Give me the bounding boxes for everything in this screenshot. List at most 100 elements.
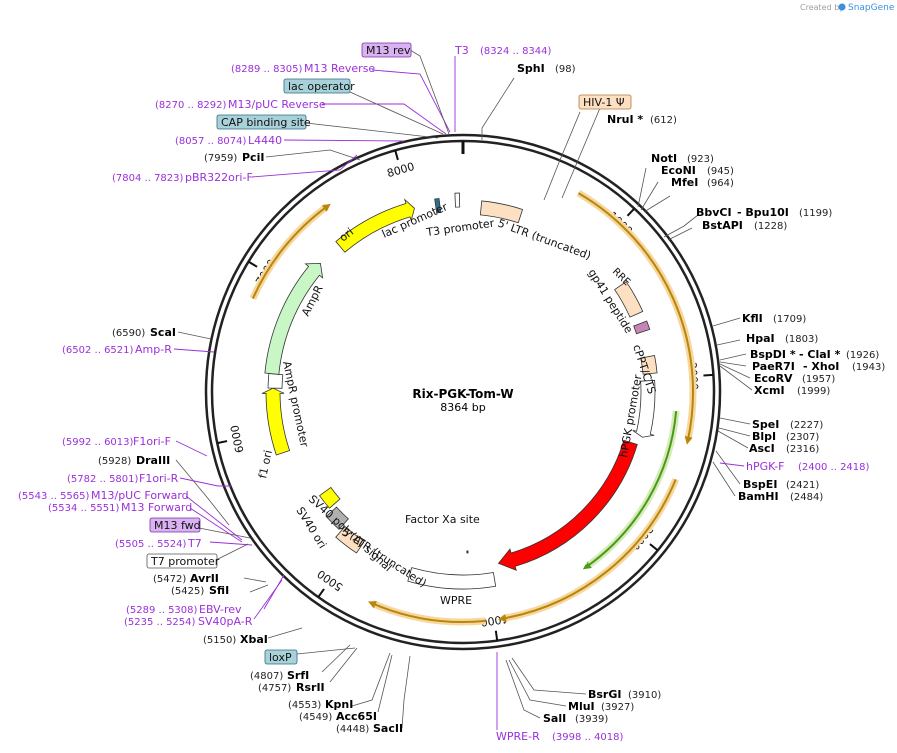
site-xbai-pos: (5150): [203, 635, 236, 646]
site-sacii: SacII: [373, 722, 403, 735]
feature-shape: [640, 354, 658, 375]
site-bspei: BspEI: [743, 478, 777, 491]
box-lac-operator: [283, 78, 351, 94]
feature-shape: [454, 192, 461, 208]
orf-arc: [372, 602, 486, 623]
site-sphi: SphI: [517, 62, 545, 75]
box-hiv-psi-label: HIV-1 Ψ: [583, 96, 625, 109]
primer-m13puc-reverse-pos: (8270 .. 8292): [155, 100, 227, 111]
site-sfii: SfiI: [209, 584, 229, 597]
primer-f1ori-r: F1ori-R: [139, 472, 179, 485]
site-bbvci: BbvCI: [696, 206, 732, 219]
feature-label-t3-promoter: T3 promoter: [425, 217, 496, 240]
tick-mark: [247, 260, 258, 268]
site-kfli-pos: (1709): [773, 314, 806, 325]
site-draiii: DraIII: [136, 454, 170, 467]
site-scai: ScaI: [150, 326, 176, 339]
primer-sv40pa-r-pos: (5235 .. 5254): [124, 617, 196, 628]
feature-shape: [325, 506, 349, 530]
primer-wpre-r: WPRE-R: [496, 730, 540, 743]
site-blpi-pos: (2307): [786, 432, 819, 443]
primer-sv40pa-r: SV40pA-R: [198, 615, 253, 628]
feature-shape: [479, 200, 524, 224]
site-sacii-pos: (4448): [336, 724, 369, 735]
box-t7-promoter-label: T7 promoter: [150, 555, 220, 568]
site-asci-pos: (2316): [786, 444, 819, 455]
box-m13-fwd-label: M13 fwd: [154, 519, 201, 532]
site-sali: SalI: [543, 712, 566, 725]
orf-arc: [586, 411, 678, 568]
feature-shape: [407, 567, 497, 590]
feature-shape: [264, 262, 324, 375]
site-paer7i: PaeR7I: [752, 360, 795, 373]
primer-m13-reverse: M13 Reverse: [304, 62, 375, 75]
orf-arc: [251, 205, 328, 299]
site-bspdi: BspDI *: [750, 348, 796, 361]
orf-arrowhead: [497, 614, 507, 622]
site-noti-pos: (923): [687, 154, 714, 165]
site-hpai: HpaI: [746, 332, 775, 345]
feature-label-factor-xa: Factor Xa site: [405, 513, 480, 526]
site-scai-pos: (6590): [112, 328, 145, 339]
box-m13-rev: [361, 42, 412, 58]
site-bsrgi-pos: (3910): [628, 690, 661, 701]
site-kfli: KflI: [742, 312, 763, 325]
plasmid-name: Rix-PGK-Tom-W: [412, 387, 513, 401]
site-avrii-pos: (5472): [153, 574, 186, 585]
orf-arrowhead: [321, 203, 331, 212]
feature-shape: [633, 320, 651, 335]
site-draiii-pos: (5928): [98, 456, 131, 467]
primer-ampr: Amp-R: [135, 343, 172, 356]
tick-mark: [394, 150, 399, 161]
tick-label: 4000: [480, 612, 510, 629]
primer-m13puc-forward-pos: (5543 .. 5565): [18, 491, 90, 502]
site-clai-pos: (1926): [846, 350, 879, 361]
box-m13-fwd: [149, 517, 201, 533]
tick-mark: [494, 630, 499, 641]
box-m13-rev-label: M13 rev: [366, 44, 411, 57]
site-srfi-pos: (4807): [250, 671, 283, 682]
primer-m13-forward: M13 Forward: [121, 501, 192, 514]
site-asci: AscI: [749, 442, 775, 455]
brand-label: SnapGene: [848, 3, 895, 13]
site-mfei-pos: (964): [707, 178, 734, 189]
site-bpu10i: - Bpu10I: [737, 206, 789, 219]
box-hiv-psi: [578, 94, 632, 110]
primer-ampr-pos: (6502 .. 6521): [62, 345, 134, 356]
site-bsrgi: BsrGI: [588, 688, 621, 701]
orf-arrowhead: [367, 601, 377, 609]
site-srfi: SrfI: [287, 669, 309, 682]
tick-mark: [217, 440, 228, 445]
primer-pbr322: pBR322ori-F: [185, 171, 253, 184]
site-rsrii-pos: (4757): [258, 683, 291, 694]
feature-layer: [261, 192, 658, 590]
feature-shape: [632, 379, 656, 438]
primer-hpgk-f-pos: (2400 .. 2418): [798, 462, 870, 473]
site-kpni: KpnI: [325, 698, 353, 711]
primer-t3: T3: [454, 44, 469, 57]
feature-label-wpre: WPRE: [440, 594, 472, 607]
site-pcii-pos: (7959): [204, 153, 237, 164]
site-xcmi: XcmI: [754, 384, 785, 397]
site-clai: - ClaI *: [799, 348, 841, 361]
box-loxp: [264, 649, 298, 665]
feature-shape: [434, 198, 442, 214]
feature-shape: [335, 198, 415, 253]
feature-shape: [335, 526, 365, 554]
snapgene-logo-icon: [838, 3, 846, 11]
feature-label-f1ori: f1 ori: [256, 449, 275, 480]
site-econi: EcoNI: [661, 164, 696, 177]
primer-t7-pos: (5505 .. 5524): [115, 539, 187, 550]
primer-hpgk-f: hPGK-F: [746, 460, 784, 473]
orf-arc: [502, 479, 677, 620]
primer-l4440-pos: (8057 .. 8074): [175, 136, 247, 147]
site-drui: NruI *: [607, 113, 643, 126]
site-bamhi-pos: (2484): [790, 492, 823, 503]
tick-label: 6000: [228, 424, 246, 454]
site-acc65i-pos: (4549): [299, 712, 332, 723]
site-ecorv: EcoRV: [754, 372, 793, 385]
credit-label: Created by: [800, 3, 844, 12]
primer-m13-forward-pos: (5534 .. 5551): [48, 503, 120, 514]
primer-m13puc-reverse: M13/pUC Reverse: [228, 98, 326, 111]
